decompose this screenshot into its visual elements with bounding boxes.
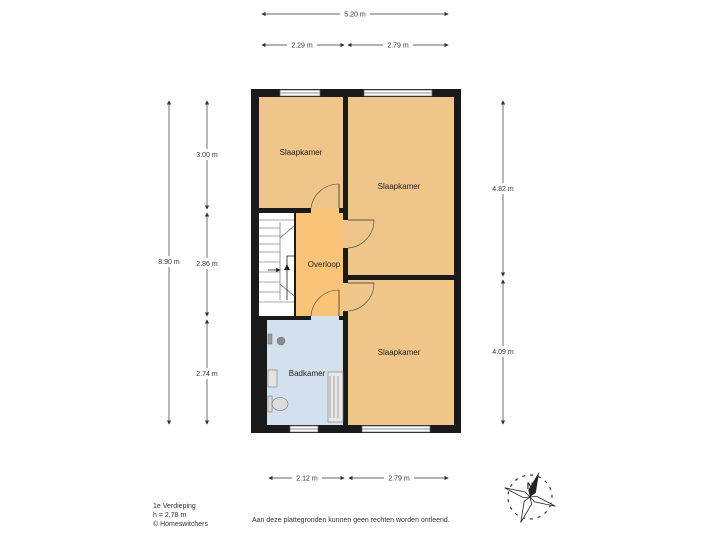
windows bbox=[279, 89, 433, 433]
compass-north-label: N bbox=[527, 481, 534, 491]
room-label-bedroom-3: Slaapkamer bbox=[378, 348, 421, 357]
dim-right-2: 4.09 m bbox=[492, 349, 514, 356]
room-bedroom-bottom-right bbox=[348, 280, 454, 425]
room-bedroom-top-left bbox=[259, 97, 343, 208]
toilet-tank-icon bbox=[267, 395, 273, 413]
compass-icon: N bbox=[504, 471, 556, 523]
dim-top-total: 5.20 m bbox=[344, 12, 366, 19]
copyright: © Homeswitchers bbox=[153, 521, 208, 528]
inner-walls bbox=[259, 97, 454, 425]
dim-top-right: 2.79 m bbox=[387, 43, 409, 50]
room-landing bbox=[295, 213, 343, 316]
doors bbox=[310, 183, 375, 320]
dimension-label-backgrounds bbox=[155, 9, 517, 483]
dim-right-1: 4.82 m bbox=[492, 186, 514, 193]
dim-left-3: 2.74 m bbox=[196, 371, 218, 378]
shower-drain-icon bbox=[276, 336, 286, 346]
disclaimer: Aan deze plattegronden kunnen geen recht… bbox=[252, 517, 450, 524]
floor-info: 1e Verdieping h = 2,78 m © Homeswitchers bbox=[153, 502, 208, 529]
dim-bottom-left: 2.12 m bbox=[296, 476, 318, 483]
room-label-bedroom-2: Slaapkamer bbox=[378, 182, 421, 191]
dim-left-2: 2.86 m bbox=[196, 261, 218, 268]
dim-left-1: 3.00 m bbox=[196, 152, 218, 159]
room-label-bedroom-1: Slaapkamer bbox=[280, 148, 323, 157]
staircase bbox=[259, 219, 295, 303]
bathtub-icon bbox=[327, 371, 344, 423]
shower-tap-icon bbox=[267, 333, 273, 345]
dim-bottom-right: 2.79 m bbox=[388, 476, 410, 483]
dim-top-left: 2.29 m bbox=[291, 43, 313, 50]
dim-left-total: 8.90 m bbox=[158, 259, 180, 266]
floor-name: 1e Verdieping bbox=[153, 503, 196, 510]
ceiling-height: h = 2,78 m bbox=[153, 512, 187, 519]
bathroom-fixtures bbox=[267, 333, 344, 423]
room-bedroom-top-right bbox=[348, 97, 454, 275]
room-label-landing: Overloop bbox=[308, 260, 341, 269]
toilet-icon bbox=[271, 397, 289, 411]
room-stair bbox=[259, 213, 294, 316]
room-label-bathroom: Badkamer bbox=[289, 369, 326, 378]
sink-icon bbox=[267, 369, 278, 388]
